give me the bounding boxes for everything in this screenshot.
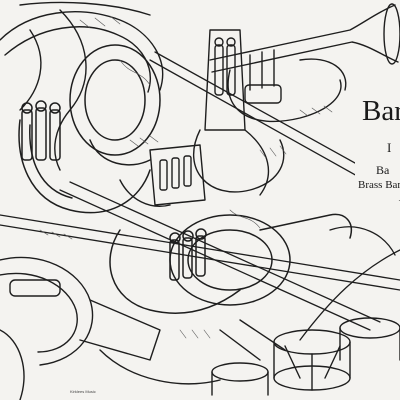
cover-title: Bar xyxy=(362,95,400,127)
cover-subtitle-line-3: Brass Band xyxy=(358,179,400,191)
drum-kit xyxy=(211,317,400,396)
publisher-credit: Kirklees Music xyxy=(70,389,96,394)
tuba xyxy=(109,213,352,314)
tenor-horn xyxy=(193,29,285,196)
lower-left-tubing xyxy=(0,256,221,400)
cover-subtitle-line-2: Ba xyxy=(376,163,390,177)
sketch-texture xyxy=(39,15,333,339)
cornet xyxy=(119,144,206,207)
cover-subtitle-line-1: I xyxy=(387,140,392,155)
trumpet xyxy=(209,3,400,123)
top-left-tubing xyxy=(0,1,164,171)
euphonium xyxy=(18,44,161,214)
